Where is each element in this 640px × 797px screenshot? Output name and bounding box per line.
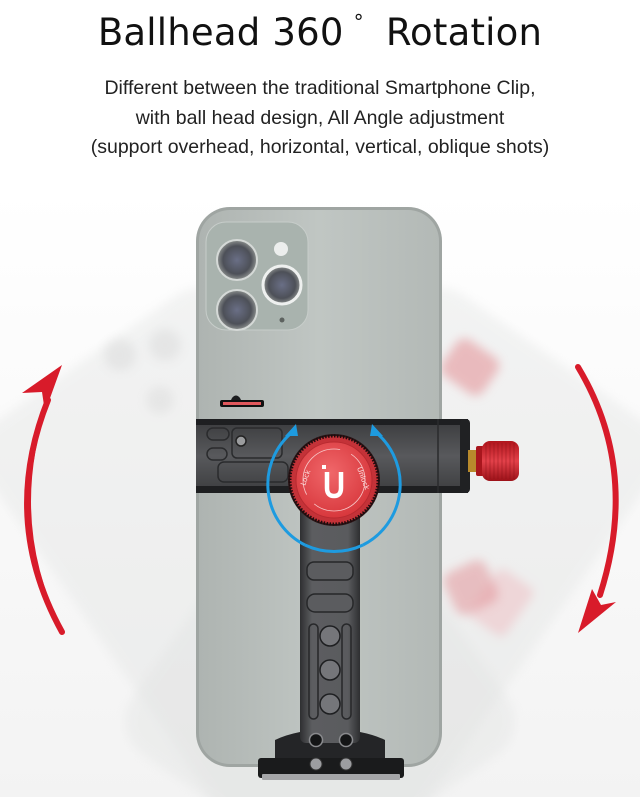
camera-lens-1 [216,239,258,281]
subtitle-line-1: Different between the traditional Smartp… [104,77,536,99]
red-clamp-knob [468,441,519,481]
rotate-counterclockwise-arrow-icon [22,365,65,635]
subtitle-line-2: with ball head design, All Angle adjustm… [135,106,505,129]
ghost-red-screw-lower [443,560,499,615]
ballhead-lock-knob[interactable]: Lock Unlock [288,434,380,526]
subtitle-line-3: (support overhead, horizontal, vertical,… [90,136,550,158]
mount-stem [258,493,404,780]
headline-prefix: Ballhead 360 [97,11,344,54]
degree-symbol: ° [353,10,364,34]
subtitle: Different between the traditional Smartp… [0,74,640,163]
flash-icon [274,242,288,256]
microphone-dot [279,317,285,323]
headline: Ballhead 360 ° Rotation [0,0,640,55]
camera-lens-2 [216,289,258,331]
brand-logo-icon [322,465,344,499]
camera-module [205,221,309,331]
rotate-clockwise-arrow-icon [575,364,619,633]
ghost-red-screw-upper [440,338,500,396]
camera-lens-3 [261,264,303,306]
headline-suffix: Rotation [385,11,543,54]
hex-screw [235,435,247,447]
ghost-camera-lenses [104,329,181,414]
product-illustration: Lock Unlock [0,190,640,797]
clamp-release-tab [223,402,261,405]
rotation-indicator-arrows-icon [266,428,402,553]
